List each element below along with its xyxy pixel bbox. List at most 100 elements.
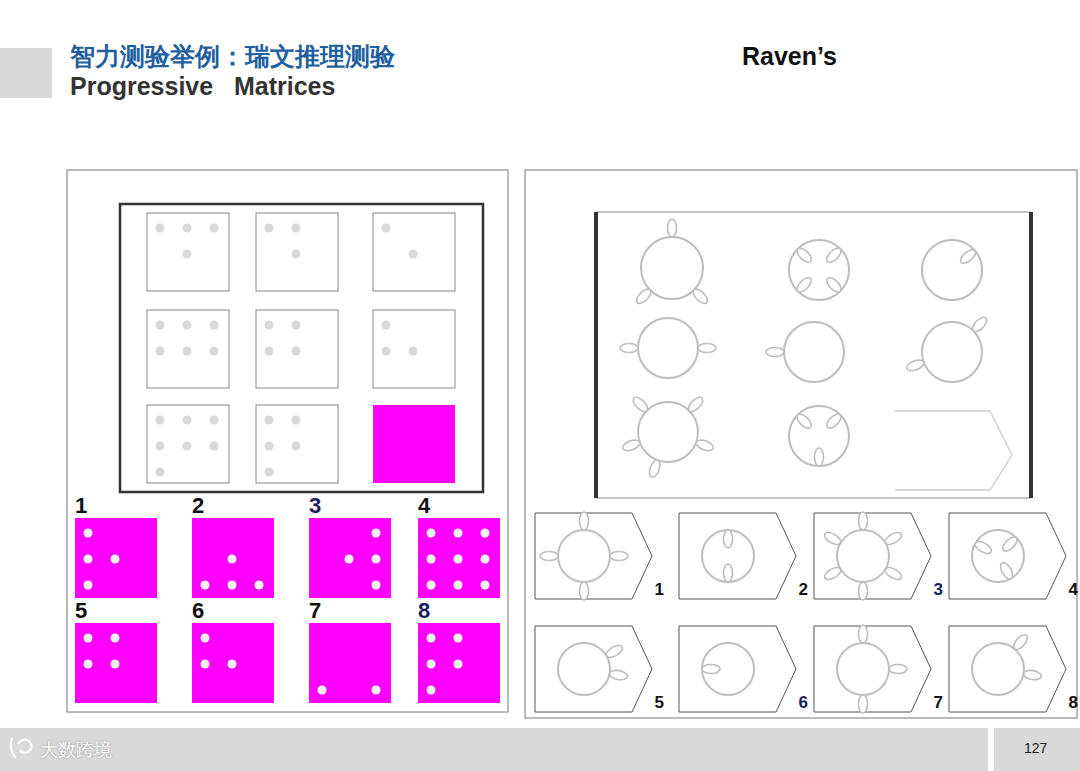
dot: [372, 555, 381, 564]
dot: [292, 442, 301, 451]
dot: [265, 347, 274, 356]
dot: [84, 529, 93, 538]
option-box: [534, 625, 666, 713]
dot: [481, 555, 490, 564]
petal: [580, 512, 589, 530]
option-box: [534, 512, 666, 600]
petal: [859, 625, 868, 643]
dot: [427, 555, 436, 564]
dot: [84, 634, 93, 643]
option-box: [813, 512, 945, 600]
option-box: [948, 625, 1080, 713]
dot: [265, 321, 274, 330]
option-box: [679, 626, 796, 712]
dot: [228, 555, 237, 564]
petal: [973, 539, 993, 556]
dot: [382, 224, 391, 233]
dot: [454, 634, 463, 643]
petal: [698, 344, 716, 353]
left-panel: [67, 170, 508, 712]
matrix-cell: [147, 405, 229, 483]
dot: [156, 416, 165, 425]
petal: [795, 412, 814, 431]
matrix-frame: [120, 204, 483, 492]
answer-option: 8: [948, 625, 1080, 713]
answer-option: 3: [309, 518, 391, 598]
dot: [265, 416, 274, 425]
title-english: Progressive Matrices: [70, 72, 335, 101]
circle-figure: [972, 530, 1024, 582]
circle-figure: [789, 240, 849, 300]
dot: [427, 634, 436, 643]
missing-cell: [895, 411, 1012, 490]
petal: [691, 287, 710, 306]
footer-bar: [0, 728, 988, 771]
answer-option: 6: [678, 625, 810, 713]
dot: [292, 347, 301, 356]
option-box: [75, 518, 157, 598]
matrix-cell: [147, 310, 229, 388]
dot: [201, 660, 210, 669]
option-number: 1: [75, 495, 87, 517]
petal: [668, 219, 677, 237]
circle-figure: [789, 406, 849, 466]
dot: [201, 581, 210, 590]
answer-option: 5: [534, 625, 666, 713]
matrix-cell: [256, 310, 338, 388]
circle-figure: [922, 240, 982, 300]
petal: [859, 695, 868, 713]
dot: [183, 321, 192, 330]
petal: [824, 412, 843, 431]
option-number: 6: [799, 694, 808, 711]
petal: [580, 582, 589, 600]
dot: [265, 442, 274, 451]
option-box: [949, 626, 1066, 712]
petal: [631, 395, 650, 414]
petal: [795, 246, 814, 265]
option-number: 2: [192, 495, 204, 517]
option-box: [418, 623, 500, 703]
dot: [156, 442, 165, 451]
dot: [156, 224, 165, 233]
header-block: [0, 48, 52, 98]
title: 智力测验举例：瑞文推理测验: [70, 40, 395, 73]
option-box: [418, 518, 500, 598]
answer-option: 2: [678, 512, 810, 600]
petal: [824, 275, 843, 294]
option-number: 5: [655, 694, 664, 711]
matrix-cell: [147, 213, 229, 291]
circle-figure: [558, 530, 610, 582]
answer-option: 5: [75, 623, 157, 703]
petal: [889, 665, 907, 674]
petal: [766, 348, 784, 357]
answer-option: 4: [418, 518, 500, 598]
watermark: 大数跨境: [40, 738, 112, 762]
dot: [382, 321, 391, 330]
dot: [111, 660, 120, 669]
petal: [1000, 534, 1019, 553]
petal: [647, 459, 662, 479]
circle-figure: [837, 530, 889, 582]
dot: [318, 686, 327, 695]
dot: [427, 581, 436, 590]
option-box: [949, 513, 1066, 599]
circle-figure: [702, 643, 754, 695]
matrix-cell: [256, 213, 338, 291]
dot: [427, 660, 436, 669]
option-box: [678, 512, 810, 600]
petal: [823, 565, 843, 582]
option-box: [535, 626, 652, 712]
option-box: [679, 513, 796, 599]
option-number: 8: [1069, 694, 1078, 711]
option-box: [814, 626, 931, 712]
answer-option: 1: [75, 518, 157, 598]
dot: [454, 660, 463, 669]
petal: [621, 438, 641, 453]
petal: [724, 564, 733, 582]
dot: [156, 321, 165, 330]
petal: [970, 315, 989, 334]
dot: [265, 468, 274, 477]
dot: [372, 529, 381, 538]
dot: [210, 347, 219, 356]
dot: [454, 581, 463, 590]
